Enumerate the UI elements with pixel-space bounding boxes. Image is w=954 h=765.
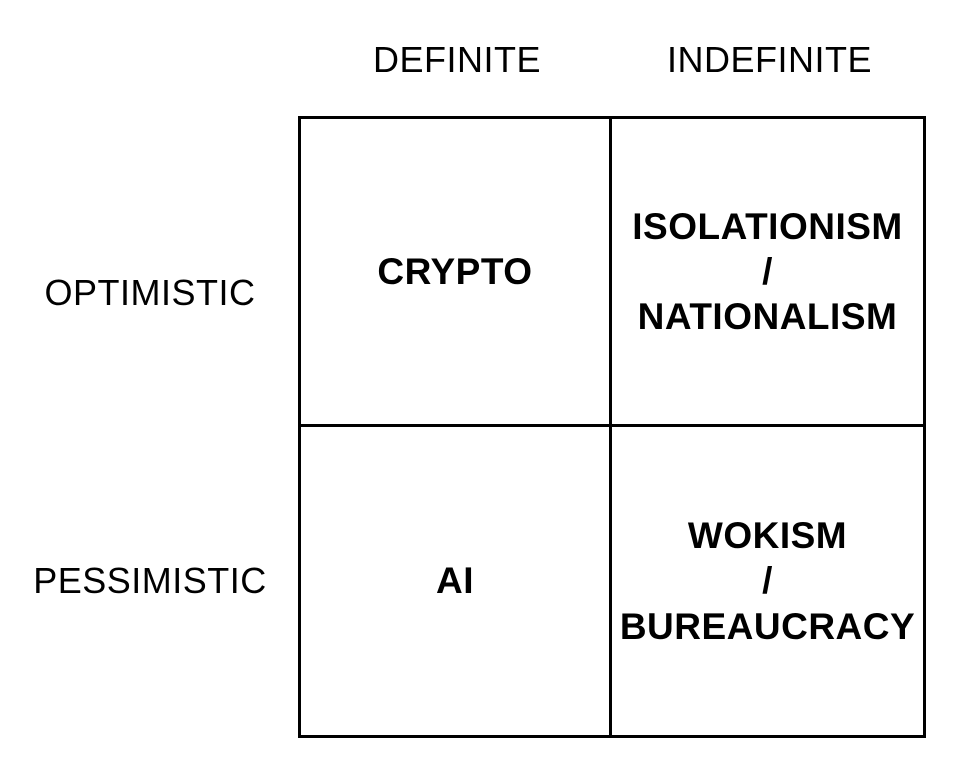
column-header-definite: DEFINITE: [372, 39, 541, 80]
cell-optimistic-indefinite-isolationism-nationalism: ISOLATIONISM / NATIONALISM: [612, 119, 923, 427]
cell-optimistic-definite-crypto: CRYPTO: [301, 119, 612, 427]
cell-pessimistic-definite-ai: AI: [301, 427, 612, 735]
column-header-indefinite: INDEFINITE: [666, 39, 872, 80]
row-header-optimistic: OPTIMISTIC: [44, 272, 256, 313]
cell-pessimistic-indefinite-wokism-bureaucracy: WOKISM / BUREAUCRACY: [619, 515, 916, 647]
matrix-grid: CRYPTO ISOLATIONISM / NATIONALISM AI WOK…: [298, 116, 926, 738]
row-header-pessimistic: PESSIMISTIC: [33, 560, 267, 601]
